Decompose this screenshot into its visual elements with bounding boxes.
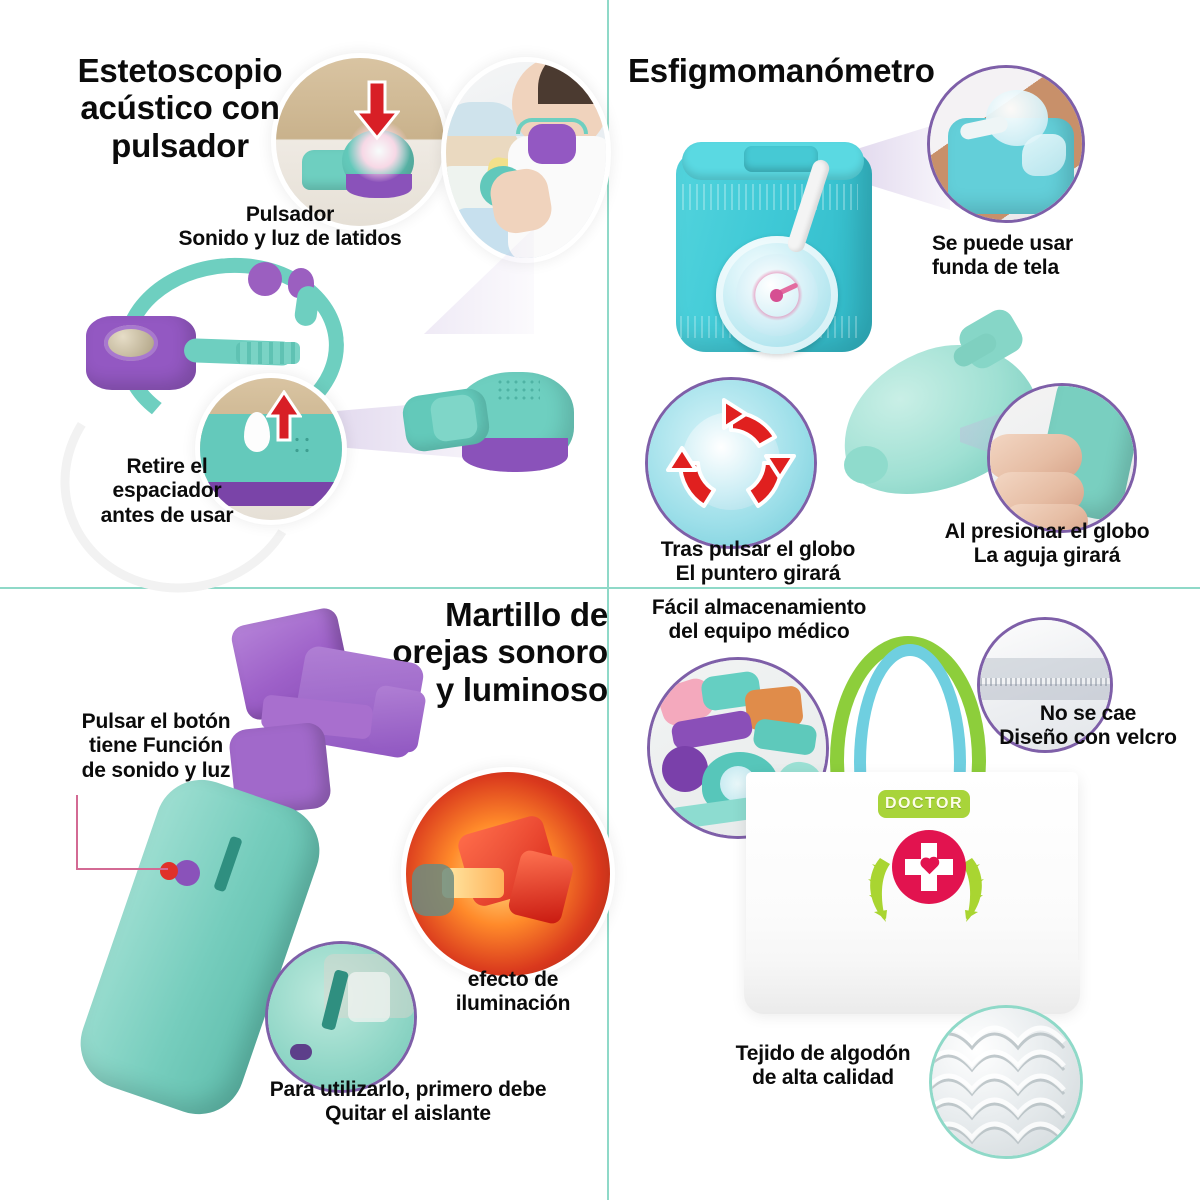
- caption-puntero: Tras pulsar el globo El puntero girará: [660, 538, 856, 586]
- vertical-divider: [607, 0, 609, 1200]
- device-base: [200, 482, 342, 506]
- insulator-film: [348, 972, 390, 1022]
- caption-velcro: No se cae Diseño con velcro: [999, 702, 1177, 750]
- bag-bottom: [744, 960, 1080, 1014]
- spacer-tab: [244, 412, 270, 452]
- laurel-wreath-icon: [868, 858, 984, 922]
- panel-title-ear-hammer: Martillo de orejas sonoro y luminoso: [392, 596, 608, 708]
- pointer-line-button: [76, 868, 168, 870]
- hammer-cone-tip: [366, 684, 428, 754]
- caption-aislante: Para utilizarlo, primero debe Quitar el …: [269, 1078, 547, 1126]
- vent-holes: [292, 434, 314, 460]
- bag-doctor-tag: DOCTOR: [878, 790, 970, 818]
- hammer-sound-button: [174, 860, 200, 886]
- callout-press-button-closeup: [276, 58, 444, 226]
- caption-iluminacion: efecto de iluminación: [455, 968, 571, 1016]
- caption-algodon: Tejido de algodón de alta calidad: [735, 1042, 911, 1090]
- red-arrow-up-icon: [266, 390, 302, 442]
- callout-insulator-tab-closeup: [268, 944, 414, 1090]
- handle-shadow: [412, 864, 454, 916]
- chestpiece-speaker-holes: [496, 378, 540, 400]
- callout-light-effect-closeup: [406, 772, 610, 976]
- callout-cotton-fabric-closeup: [932, 1008, 1080, 1156]
- callout-remove-spacer-closeup: [200, 378, 342, 520]
- horizontal-divider: [0, 587, 1200, 589]
- gauge-needle-hub: [770, 289, 783, 302]
- callout-velcro-strip-closeup: [980, 620, 1110, 750]
- stethoscope-dial: [104, 325, 158, 361]
- red-arrow-down-icon: [354, 80, 400, 141]
- hammer-button-highlight: [160, 862, 178, 880]
- red-circular-arrows-icon: [666, 398, 796, 508]
- pointer-line-button-vertical: [76, 795, 78, 869]
- pressure-gauge: [716, 236, 838, 354]
- caption-espaciador: Retire el espaciador antes de usar: [100, 455, 234, 527]
- caption-pulsador: Pulsador Sonido y luz de latidos: [178, 203, 402, 251]
- toy-purple-round: [662, 746, 708, 792]
- device-surface: [200, 414, 342, 486]
- panel-title-stethoscope: Estetoscopio acústico con pulsador: [77, 52, 283, 164]
- velcro-texture: [980, 678, 1110, 686]
- cuff-flap: [744, 146, 818, 172]
- button-detail: [290, 1044, 312, 1060]
- panel-title-sphygmomanometer: Esfigmomanómetro: [628, 52, 935, 89]
- stethoscope-ribbed-section: [236, 342, 300, 364]
- callout-rotating-pointer-closeup: [648, 380, 814, 546]
- stethoscope-earplug-left: [248, 262, 282, 296]
- chestpiece-button: [429, 393, 479, 443]
- caption-boton: Pulsar el botón tiene Función de sonido …: [81, 710, 231, 782]
- caption-almacenamiento: Fácil almacenamiento del equipo médico: [651, 596, 867, 644]
- closeup-photo-background: [980, 620, 1110, 750]
- cotton-weave-texture: [932, 1025, 1066, 1145]
- stethoscope-chestpiece-base: [462, 438, 568, 472]
- velcro-strip-1: [980, 658, 1110, 678]
- velcro-strip-2: [980, 684, 1110, 700]
- caption-funda: Se puede usar funda de tela: [932, 232, 1073, 280]
- bulb-release-valve: [844, 446, 888, 484]
- toy-stethoscope-tube: [516, 118, 588, 134]
- callout-squeezing-bulb-closeup: [990, 386, 1134, 530]
- callout-cloth-cover-closeup: [930, 68, 1082, 220]
- caption-aguja: Al presionar el globo La aguja girará: [944, 520, 1150, 568]
- cuff-stitching: [682, 184, 858, 210]
- child-hair: [538, 62, 606, 104]
- valve-closeup: [1022, 134, 1066, 176]
- finger-3: [1004, 504, 1088, 530]
- callout-child-with-doll-photo: [446, 62, 606, 258]
